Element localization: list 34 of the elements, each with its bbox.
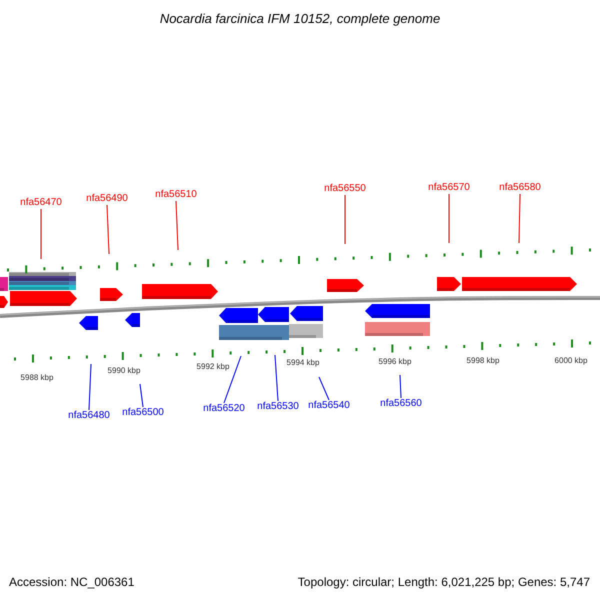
leader-line — [274, 354, 278, 402]
leader-line — [224, 356, 242, 404]
leader-line — [106, 204, 110, 254]
gene-label: nfa56470 — [20, 197, 62, 209]
leader-line — [176, 200, 178, 250]
leader-line — [448, 194, 450, 244]
diagram-title: Nocardia farcinica IFM 10152, complete genome — [158, 12, 442, 25]
gene-label: nfa56570 — [428, 182, 470, 194]
gene-label: nfa56580 — [499, 182, 541, 194]
scale-label: 5990 kbp — [108, 367, 140, 375]
scale-label: 5992 kbp — [196, 363, 230, 371]
leader-line — [518, 194, 520, 244]
gene-label: nfa56550 — [324, 183, 366, 195]
gene-label: nfa56500 — [122, 407, 164, 419]
gene-label: nfa56530 — [257, 401, 299, 413]
scale-label: 5998 kbp — [466, 357, 500, 365]
leader-line — [344, 194, 346, 244]
gene-label: nfa56510 — [155, 189, 197, 201]
leader-line — [40, 208, 42, 260]
gene-label: nfa56560 — [380, 398, 422, 410]
leader-line — [88, 364, 92, 410]
genome-stats-text: Topology: circular; Length: 6,021,225 bp; Genes: 5,747 — [298, 576, 590, 588]
gene-label: nfa56540 — [308, 400, 350, 412]
leader-line — [140, 384, 144, 408]
gene-label: nfa56480 — [68, 410, 110, 422]
scale-label: 5996 kbp — [378, 358, 412, 366]
leader-line — [400, 374, 402, 398]
scale-label: 5994 kbp — [286, 359, 320, 367]
scale-label: 6000 kbp — [554, 357, 588, 365]
leader-line — [318, 376, 330, 400]
accession-text: Accession: NC_006361 — [9, 576, 134, 588]
gene-label: nfa56520 — [203, 403, 245, 415]
gene-label: nfa56490 — [86, 193, 128, 205]
scale-label: 5988 kbp — [20, 374, 54, 382]
